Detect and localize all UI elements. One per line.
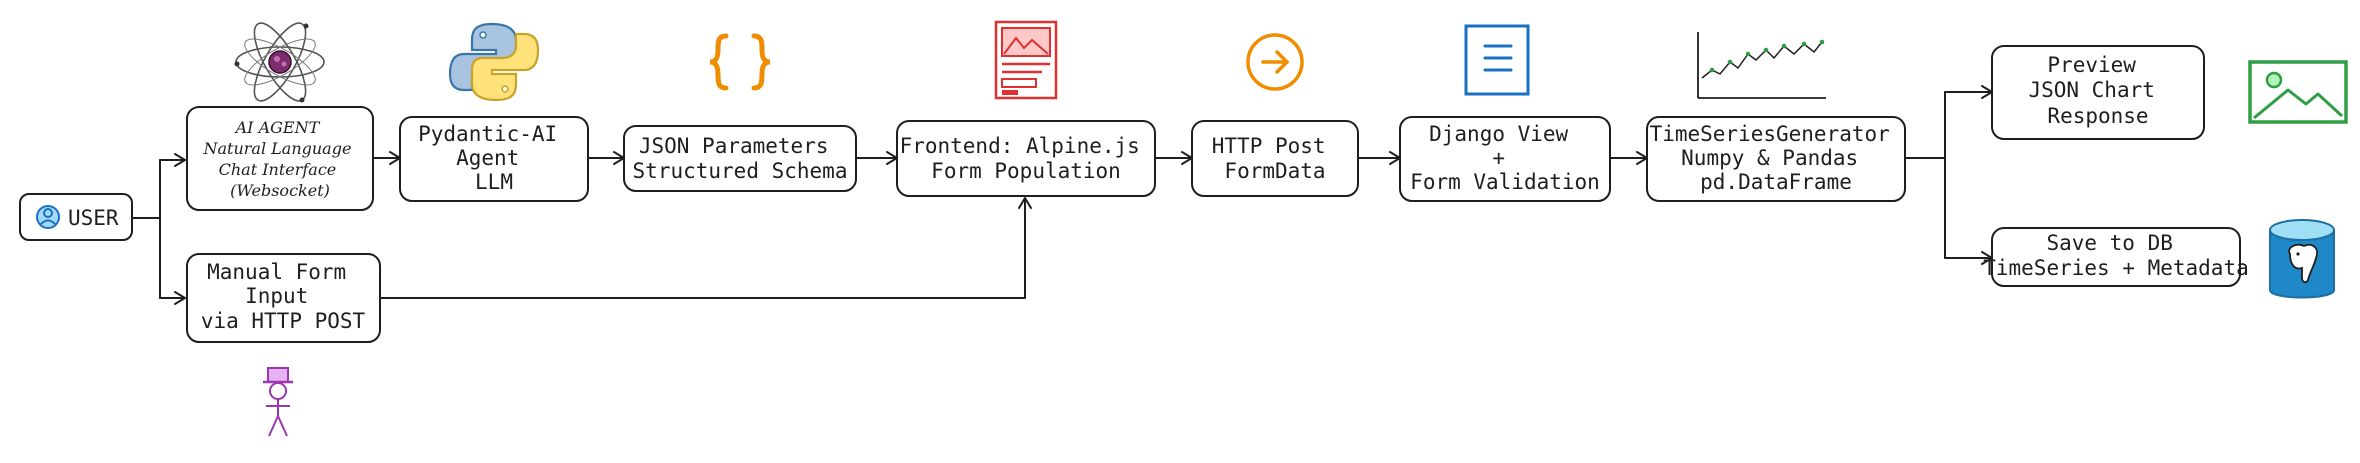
node-manual-form: Manual Form Input via HTTP POST bbox=[186, 253, 381, 343]
web-form-icon bbox=[994, 20, 1058, 100]
line-chart-icon bbox=[1697, 32, 1826, 99]
json-params-text: JSON Parameters Structured Schema bbox=[633, 134, 848, 183]
http-post-line-1: HTTP Post bbox=[1212, 134, 1326, 158]
node-user: USER bbox=[19, 193, 133, 241]
frontend-line-1: Frontend: Alpine.js bbox=[900, 134, 1140, 158]
save-db-line-1: Save to DB bbox=[2046, 231, 2172, 255]
tsgen-line-3: pd.DataFrame bbox=[1700, 170, 1852, 194]
ai-agent-line-1: AI AGENT bbox=[234, 118, 321, 137]
http-post-text: HTTP Post FormData bbox=[1212, 134, 1338, 183]
manual-form-text: Manual Form Input via HTTP POST bbox=[201, 260, 366, 333]
document-icon bbox=[1464, 24, 1530, 96]
image-icon bbox=[2248, 60, 2348, 124]
save-db-line-2: TimeSeries + Metadata bbox=[1983, 256, 2249, 280]
preview-line-2: JSON Chart bbox=[2028, 78, 2154, 102]
tsgen-text: TimeSeriesGenerator Numpy & Pandas pd.Da… bbox=[1650, 122, 1903, 194]
django-line-2: + bbox=[1492, 146, 1505, 170]
json-params-line-1: JSON Parameters bbox=[639, 134, 829, 158]
node-timeseries-generator: TimeSeriesGenerator Numpy & Pandas pd.Da… bbox=[1646, 116, 1906, 202]
preview-line-3: Response bbox=[2047, 104, 2148, 128]
pydantic-line-2: Agent bbox=[456, 146, 519, 170]
manual-form-line-3: via HTTP POST bbox=[201, 309, 366, 333]
user-label: USER bbox=[68, 206, 119, 230]
json-params-line-2: Structured Schema bbox=[633, 159, 848, 183]
node-http-post: HTTP Post FormData bbox=[1191, 120, 1359, 197]
django-line-1: Django View bbox=[1429, 122, 1568, 146]
http-post-line-2: FormData bbox=[1224, 159, 1325, 183]
save-db-text: Save to DB TimeSeries + Metadata bbox=[1983, 231, 2249, 280]
edges bbox=[131, 85, 1993, 305]
arrow-circle-icon bbox=[1246, 33, 1304, 91]
node-ai-agent: AI AGENT Natural Language Chat Interface… bbox=[186, 106, 374, 211]
preview-text: Preview JSON Chart Response bbox=[2028, 53, 2167, 128]
pydantic-text: Pydantic-AI Agent LLM bbox=[418, 122, 570, 194]
ai-agent-text: AI AGENT Natural Language Chat Interface… bbox=[202, 118, 356, 200]
django-text: Django View + Form Validation bbox=[1410, 122, 1600, 194]
curly-braces-icon bbox=[709, 33, 771, 91]
pydantic-line-1: Pydantic-AI bbox=[418, 122, 557, 146]
python-logo-icon bbox=[448, 22, 540, 102]
ai-agent-line-2: Natural Language bbox=[202, 139, 351, 158]
ai-agent-line-3: Chat Interface bbox=[219, 160, 337, 179]
node-save-db: Save to DB TimeSeries + Metadata bbox=[1983, 227, 2249, 287]
ai-agent-line-4: (Websocket) bbox=[230, 181, 330, 200]
django-top-hat-icon bbox=[263, 367, 293, 437]
frontend-line-2: Form Population bbox=[931, 159, 1121, 183]
frontend-text: Frontend: Alpine.js Form Population bbox=[900, 134, 1153, 183]
preview-line-1: Preview bbox=[2047, 53, 2136, 77]
node-django-view: Django View + Form Validation bbox=[1399, 116, 1611, 202]
node-frontend: Frontend: Alpine.js Form Population bbox=[896, 120, 1156, 197]
tsgen-line-1: TimeSeriesGenerator bbox=[1650, 122, 1890, 146]
edge-manual-form-to-frontend bbox=[379, 199, 1026, 299]
node-preview: Preview JSON Chart Response bbox=[1991, 45, 2205, 140]
postgresql-database-icon bbox=[2269, 219, 2335, 299]
tsgen-line-2: Numpy & Pandas bbox=[1681, 146, 1858, 170]
manual-form-line-1: Manual Form bbox=[207, 260, 346, 284]
user-icon bbox=[36, 205, 60, 229]
atom-icon bbox=[234, 22, 325, 103]
manual-form-line-2: Input bbox=[245, 284, 308, 308]
django-line-3: Form Validation bbox=[1410, 170, 1600, 194]
node-json-parameters: JSON Parameters Structured Schema bbox=[623, 125, 857, 192]
node-pydantic-ai: Pydantic-AI Agent LLM bbox=[399, 116, 589, 202]
pydantic-line-3: LLM bbox=[475, 170, 513, 194]
